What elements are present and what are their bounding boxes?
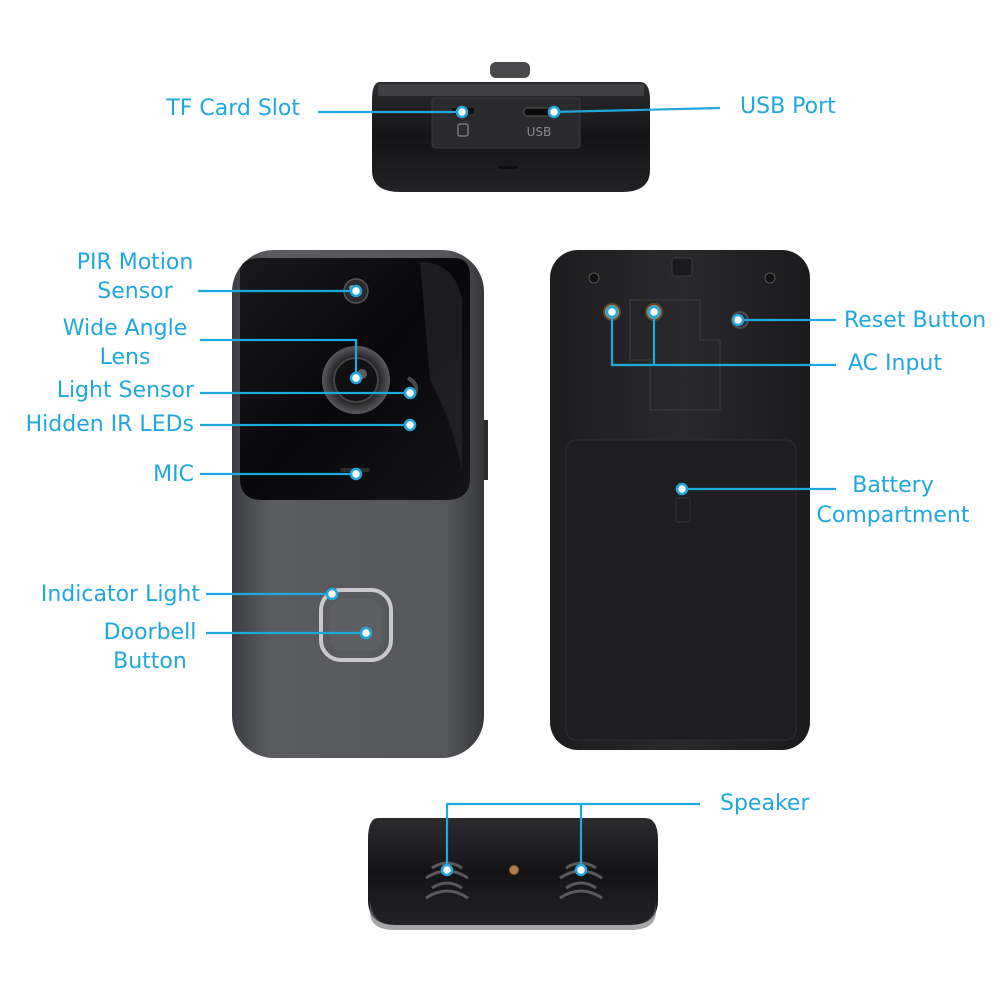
callout-dots [325, 105, 745, 877]
label-pir-line1: PIR Motion [76, 250, 194, 275]
back-screw-left [588, 272, 600, 284]
label-lens-line2: Lens [99, 345, 151, 370]
top-vent [498, 166, 518, 169]
top-device-rim [378, 84, 644, 96]
top-port-cover [431, 97, 581, 149]
label-reset-button: Reset Button [844, 308, 987, 333]
back-screw-right [764, 272, 776, 284]
speaker-leader-left [445, 802, 700, 870]
label-hidden-ir-leds: Hidden IR LEDs [25, 412, 194, 437]
label-pir-line2: Sensor [97, 279, 173, 304]
speaker-grille-right [559, 861, 603, 900]
ac-input-leader-left [610, 312, 836, 367]
label-ac-input: AC Input [848, 351, 942, 376]
callout-lines [198, 106, 836, 870]
label-mic: MIC [153, 462, 194, 487]
label-light-sensor: Light Sensor [56, 378, 194, 403]
front-side-seam [484, 420, 488, 480]
label-usb-port: USB Port [740, 94, 836, 119]
back-view [550, 250, 810, 750]
label-doorbell-line1: Doorbell [103, 620, 197, 645]
usb-marking: USB [527, 125, 552, 139]
battery-cover-latch [675, 497, 691, 523]
label-lens-line1: Wide Angle [62, 316, 188, 341]
back-mount-outline [629, 299, 721, 411]
back-top-clip [671, 257, 693, 277]
label-battery-line2: Compartment [816, 503, 970, 528]
top-mount-tab [490, 62, 530, 78]
top-edge-view: USB [372, 62, 650, 192]
usb-port-leader [553, 106, 721, 114]
bottom-device-rim [370, 900, 656, 930]
label-indicator-light: Indicator Light [40, 582, 200, 607]
label-speaker: Speaker [720, 791, 810, 816]
lens-leader [200, 338, 358, 378]
front-view [232, 250, 488, 758]
doorbell-button [330, 599, 382, 651]
doorbell-button-ring [319, 588, 393, 662]
bottom-screw [508, 864, 520, 876]
label-tf-card-slot: TF Card Slot [166, 96, 300, 121]
label-battery-line1: Battery [852, 473, 934, 498]
sd-card-icon [457, 123, 469, 137]
battery-cover [565, 439, 797, 741]
panel-reflection [420, 262, 462, 470]
label-doorbell-line2: Button [113, 649, 187, 674]
bottom-edge-view [368, 818, 658, 930]
